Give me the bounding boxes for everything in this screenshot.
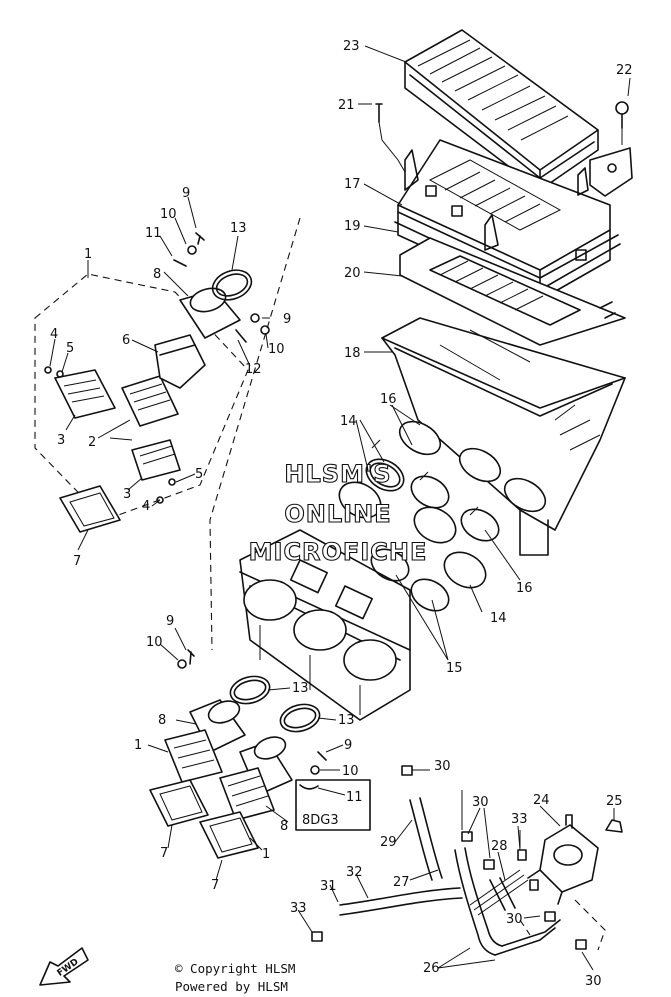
leader-lines	[49, 45, 631, 971]
callout-13-upper: 13	[230, 221, 247, 236]
callout-7-upper: 7	[73, 554, 81, 569]
callout-10-lower-right: 10	[342, 764, 359, 779]
watermark-line-3: MICROFICHE	[249, 538, 428, 566]
callout-14-upper: 14	[340, 414, 357, 429]
callout-22: 22	[616, 63, 633, 78]
callout-31: 31	[320, 879, 337, 894]
callout-33-right: 33	[511, 812, 528, 827]
callout-11-upper: 11	[145, 226, 162, 241]
callout-7-lower-b: 7	[211, 878, 219, 893]
callout-9-lower-left: 9	[166, 614, 174, 629]
callout-9-upper: 9	[182, 186, 190, 201]
callout-30-bottom: 30	[585, 974, 602, 989]
callout-4-lower: 4	[142, 499, 150, 514]
callout-26: 26	[423, 961, 440, 976]
callout-8-lower-a: 8	[158, 713, 166, 728]
callout-13-lower-a: 13	[292, 681, 309, 696]
callout-33-left: 33	[290, 901, 307, 916]
callout-11-lower: 11	[346, 790, 363, 805]
callout-29: 29	[380, 835, 397, 850]
powered-by-text: Powered by HLSM	[175, 979, 288, 994]
callout-8-upper: 8	[153, 267, 161, 282]
callout-20: 20	[344, 266, 361, 281]
callout-15: 15	[446, 661, 463, 676]
joint-and-clamp-group	[338, 439, 500, 612]
callout-14-lower: 14	[490, 611, 507, 626]
callout-2: 2	[88, 435, 96, 450]
callout-9-lower-right: 9	[344, 738, 352, 753]
callout-21: 21	[338, 98, 355, 113]
model-code-label: 8DG3	[302, 813, 339, 828]
callout-19: 19	[344, 219, 361, 234]
callout-16-upper: 16	[380, 392, 397, 407]
callout-9-right: 9	[283, 312, 291, 327]
callout-32: 32	[346, 865, 363, 880]
callout-10-upper: 10	[160, 207, 177, 222]
callout-numbers: 23 22 21 17 19 20 18 9 10 11 13 1 8 9 6 …	[50, 39, 633, 989]
copyright-text: © Copyright HLSM	[175, 961, 296, 976]
callout-5-upper: 5	[66, 341, 74, 356]
watermark-line-1: HLSM'S	[284, 460, 391, 488]
callout-27: 27	[393, 875, 410, 890]
callout-17: 17	[344, 177, 361, 192]
guide-line-upper	[209, 217, 301, 651]
reed-valve-group-lower	[149, 649, 327, 859]
callout-5-lower: 5	[195, 467, 203, 482]
callout-13-lower-b: 13	[338, 713, 355, 728]
callout-30-mid: 30	[472, 795, 489, 810]
callout-6: 6	[122, 333, 130, 348]
callout-7-lower-a: 7	[160, 846, 168, 861]
callout-30-right: 30	[506, 912, 523, 927]
air-filter-case-assembly	[375, 29, 633, 556]
callout-4-upper: 4	[50, 327, 58, 342]
reed-valve-group-upper	[34, 232, 270, 533]
callout-30-top: 30	[434, 759, 451, 774]
callout-10-lower-left: 10	[146, 635, 163, 650]
carburetor-assembly	[239, 529, 411, 721]
callout-3-right: 3	[123, 487, 131, 502]
callout-1-lower-b: 1	[262, 847, 270, 862]
watermark-line-2: ONLINE	[284, 500, 391, 528]
model-code-box	[295, 779, 371, 831]
callout-8-lower-b: 8	[280, 819, 288, 834]
callout-18: 18	[344, 346, 361, 361]
callout-24: 24	[533, 793, 550, 808]
callout-16-lower: 16	[516, 581, 533, 596]
callout-23: 23	[343, 39, 360, 54]
callout-12: 12	[245, 362, 262, 377]
callout-25: 25	[606, 794, 623, 809]
callout-10-right: 10	[268, 342, 285, 357]
callout-1-upper: 1	[84, 247, 92, 262]
callout-28: 28	[491, 839, 508, 854]
callout-3-left: 3	[57, 433, 65, 448]
callout-1-lower-a: 1	[134, 738, 142, 753]
fwd-arrow-icon: FWD	[39, 947, 89, 986]
